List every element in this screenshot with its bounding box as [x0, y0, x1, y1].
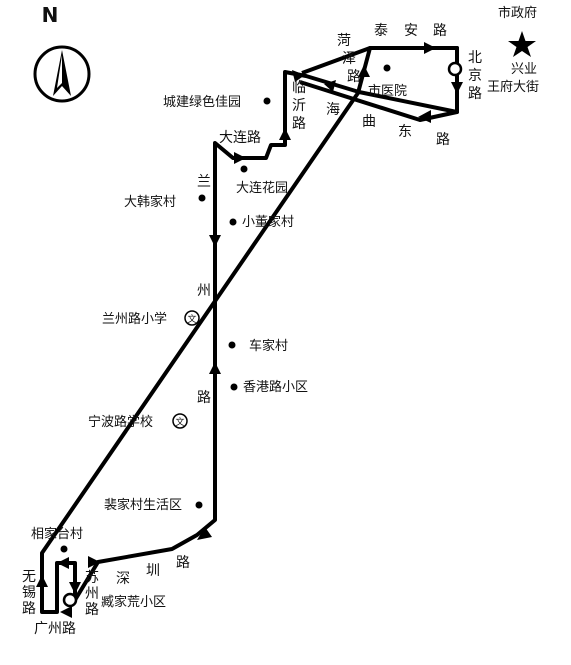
place-peijia: 裴家村生活区	[104, 497, 182, 513]
road-shenzhen-3: 路	[176, 555, 190, 571]
road-suzhou-1: 苏	[85, 570, 99, 586]
road-taian-2: 安	[404, 23, 418, 39]
place-chengjian: 城建绿色佳园	[163, 94, 241, 110]
road-beijing-3: 路	[468, 86, 482, 102]
place-city-gov: 市政府	[498, 5, 537, 21]
government-star-icon	[508, 31, 536, 57]
road-heze-2: 泽	[342, 51, 356, 67]
road-beijing-2: 京	[468, 68, 482, 84]
direction-arrow-icon	[36, 42, 463, 618]
road-lanzhou-3: 路	[197, 390, 211, 406]
road-labels: 泰 安 路 菏 泽 路 北 京 路 海 曲 东 路 临 沂 路 大连路 兰 州 …	[22, 23, 482, 637]
road-lanzhou-2: 州	[197, 283, 211, 299]
road-suzhou-3: 路	[85, 602, 99, 618]
road-haiqudong-2: 曲	[362, 114, 376, 130]
road-beijing-1: 北	[468, 50, 482, 66]
place-chejia: 车家村	[249, 338, 288, 354]
place-xiaodong: 小董家村	[242, 214, 294, 230]
place-labels: 市政府 兴业 王府大街 市医院 城建绿色佳园 大连花园 大韩家村 小董家村 兰州…	[31, 5, 539, 610]
place-zangjiahuang: 臧家荒小区	[101, 594, 166, 610]
road-heze-1: 菏	[337, 33, 351, 49]
north-arrow-compass-icon	[33, 45, 91, 103]
road-shenzhen-2: 圳	[146, 563, 160, 579]
place-dahan: 大韩家村	[124, 194, 176, 210]
road-suzhou-2: 州	[85, 586, 99, 602]
road-lanzhou-1: 兰	[197, 174, 211, 190]
place-xiangjiatai: 相家台村	[31, 526, 83, 542]
road-linyi-2: 沂	[292, 98, 306, 114]
place-dalian-garden: 大连花园	[236, 180, 288, 196]
svg-text:文: 文	[187, 313, 196, 325]
svg-text:文: 文	[175, 416, 184, 428]
school-icon: 文 文	[172, 310, 200, 429]
road-linyi-1: 临	[292, 80, 306, 96]
road-wuxi-2: 锡	[22, 585, 36, 601]
road-haiqudong-3: 东	[398, 124, 412, 140]
road-haiqudong-1: 海	[326, 102, 340, 118]
road-taian-3: 路	[433, 23, 447, 39]
road-heze-3: 路	[347, 69, 361, 85]
north-label: N	[42, 3, 59, 27]
road-wuxi-3: 路	[22, 601, 36, 617]
place-city-hospital: 市医院	[368, 83, 407, 99]
road-guangzhou: 广州路	[34, 621, 76, 637]
place-xingye-2: 王府大街	[487, 80, 539, 95]
bus-terminal-icon	[62, 61, 463, 608]
place-xingye-1: 兴业	[511, 62, 537, 77]
place-lanzhou-school: 兰州路小学	[102, 311, 167, 327]
road-dalian: 大连路	[219, 130, 261, 146]
road-taian-1: 泰	[374, 23, 388, 39]
place-ningbo-school: 宁波路学校	[88, 414, 153, 430]
road-wuxi-1: 无	[22, 569, 36, 585]
road-linyi-3: 路	[292, 116, 306, 132]
road-shenzhen-1: 深	[116, 571, 130, 587]
road-haiqudong-4: 路	[436, 132, 450, 148]
stop-dot-icon	[60, 64, 391, 553]
place-xianggang: 香港路小区	[243, 379, 308, 395]
east-loop-line	[299, 46, 459, 122]
